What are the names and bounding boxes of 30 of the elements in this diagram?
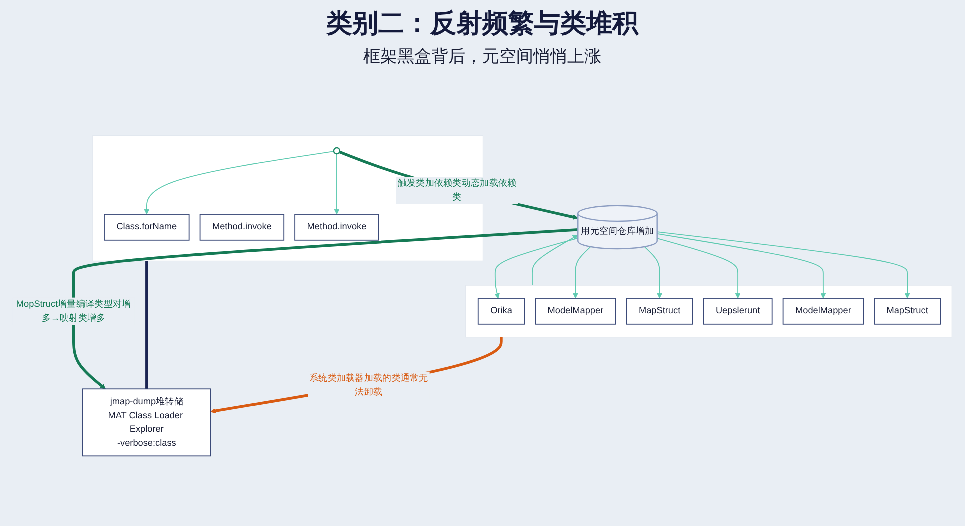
arrow — [656, 234, 826, 299]
arrow — [72, 228, 578, 390]
arrow — [334, 154, 340, 215]
arrow — [656, 238, 741, 299]
node-box: Method.invoke — [294, 214, 380, 241]
diagram-title: 类别二：反射频繁与类堆积 — [326, 7, 638, 40]
arrow — [494, 238, 579, 299]
node-box: Class.forName — [104, 214, 190, 241]
node-circle — [333, 147, 341, 155]
node-box: Method.invoke — [200, 214, 285, 241]
cluster — [466, 285, 952, 338]
subtitle-text: 框架黑盒背后，元空间悄悄上涨 — [364, 46, 602, 68]
node-box: MapStruct — [874, 298, 941, 325]
node-box: ModelMapper — [535, 298, 616, 325]
edge-label: MopStruct增量编译类型对增多→映射类增多 — [16, 298, 132, 324]
node-box: Orika — [478, 298, 526, 325]
node-box: ModelMapper — [782, 298, 864, 325]
node-box: MapStruct — [626, 298, 694, 325]
arrow — [656, 232, 910, 299]
node-box: jmap-dump堆转储 MAT Class Loader Explorer -verbose:class — [82, 388, 212, 457]
arrow — [573, 246, 592, 299]
arrow — [144, 151, 334, 215]
arrow — [339, 150, 578, 220]
connector — [146, 261, 148, 390]
edge-label: 触发类加依赖类动态加载依赖类 — [398, 178, 517, 202]
edge-label: 系统类加载器加载的类通常无法卸载 — [310, 372, 428, 398]
arrow — [644, 246, 662, 299]
arrow — [210, 337, 503, 414]
node-box: Uepslerunt — [703, 298, 773, 325]
arrow — [532, 235, 578, 286]
